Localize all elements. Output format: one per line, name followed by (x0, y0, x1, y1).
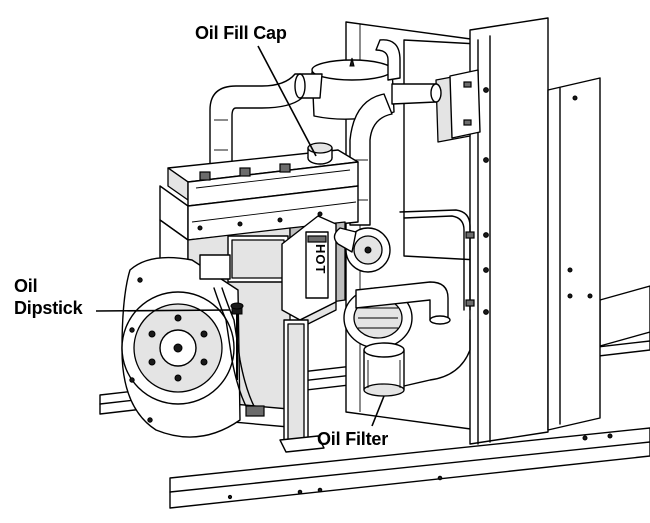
engine-mount (279, 215, 337, 453)
turbocharger (333, 227, 391, 273)
label-oil-dipstick-line2: Dipstick (14, 298, 83, 318)
flywheel-housing (121, 256, 241, 438)
leader-oil-dipstick (95, 309, 231, 312)
label-oil-filter: Oil Filter (317, 429, 389, 449)
oil-filter (363, 342, 405, 397)
intake-pipe-right (349, 39, 401, 226)
control-box (435, 69, 481, 143)
right-hoses (399, 209, 475, 387)
leader-oil-filter (371, 395, 385, 427)
hot-decal-text: HOT (313, 244, 328, 275)
dipstick (230, 302, 244, 380)
leader-lines (95, 45, 385, 427)
label-oil-dipstick-line1: Oil (14, 276, 38, 296)
intake-pipe-left (209, 73, 323, 181)
coolant-hose (355, 281, 451, 325)
leader-oil-fill-cap (257, 45, 317, 157)
hot-decal (305, 231, 329, 299)
label-oil-dipstick: Oil Dipstick (14, 275, 83, 319)
side-components (199, 235, 289, 417)
label-oil-fill-cap: Oil Fill Cap (195, 23, 287, 43)
